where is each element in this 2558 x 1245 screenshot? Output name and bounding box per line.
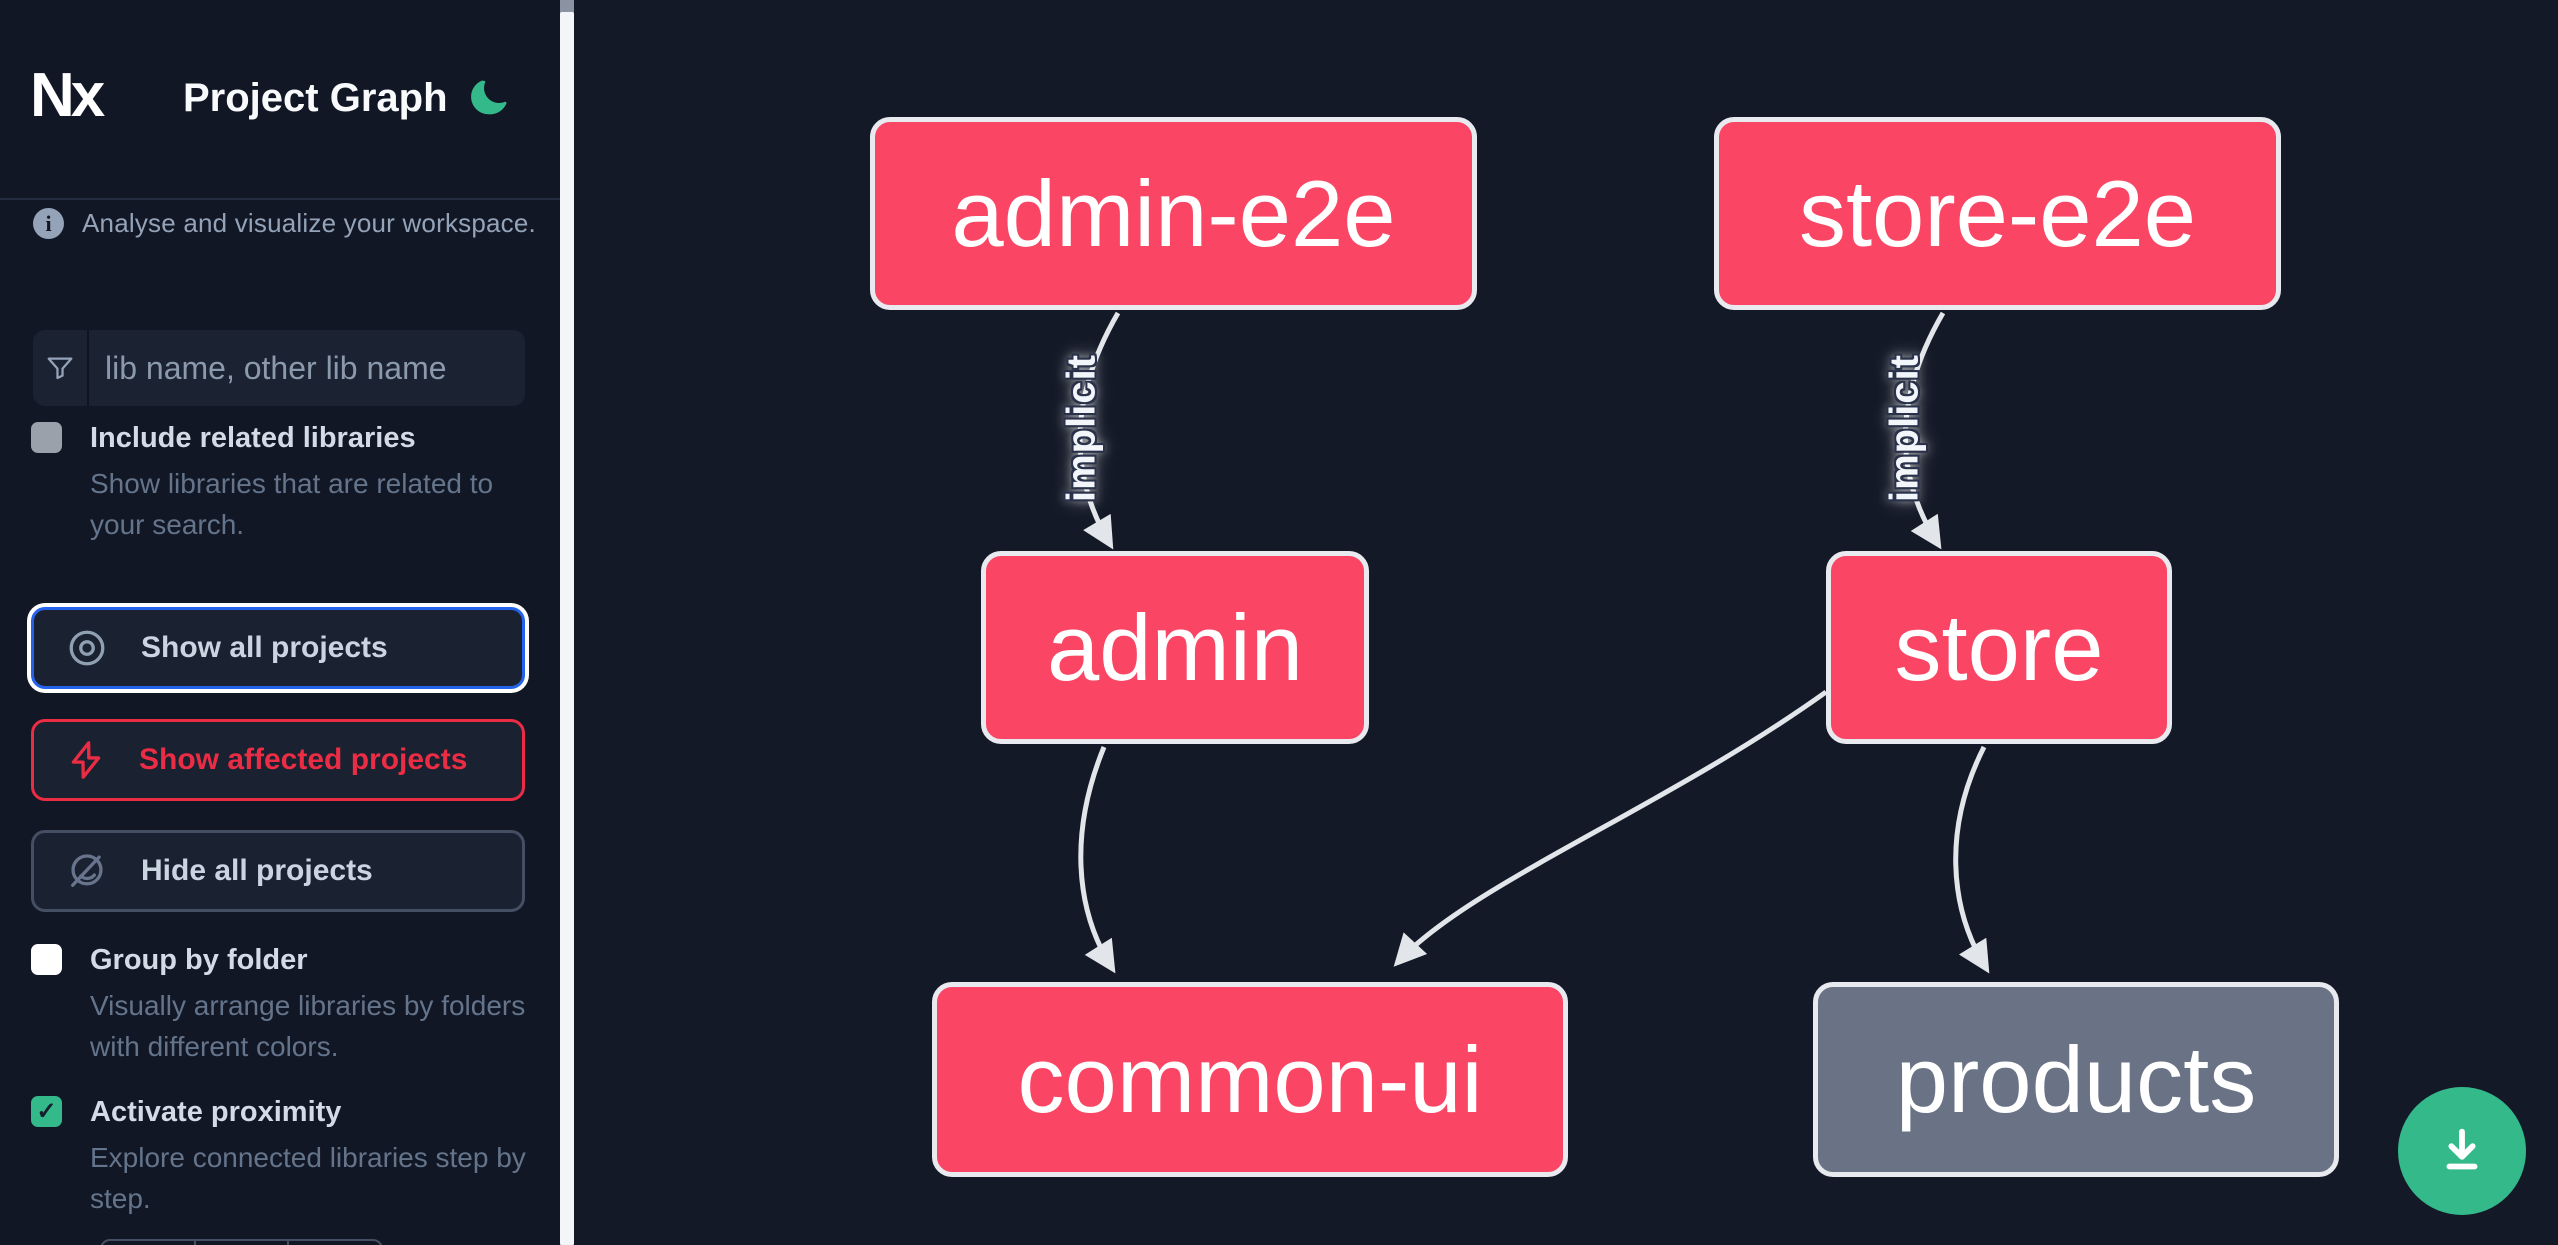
show-all-projects-button[interactable]: Show all projects (31, 607, 525, 689)
edge-label-admin-e2e-to-admin: implicit (1059, 353, 1104, 503)
scrollbar-thumb[interactable] (560, 12, 574, 1245)
library-filter (33, 330, 525, 406)
page-title: Project Graph (183, 76, 448, 120)
graph-node-admin-e2e[interactable]: admin-e2e (870, 117, 1477, 310)
download-graph-button[interactable] (2398, 1087, 2526, 1215)
sidebar-header: Nx Project Graph (0, 0, 560, 200)
checkbox-activate-proximity[interactable]: ✓ (31, 1096, 62, 1127)
graph-node-products[interactable]: products (1813, 982, 2339, 1177)
edge-store-e2e-to-store (1903, 311, 1946, 550)
edge-store-to-common-ui (1393, 689, 1828, 967)
graph-node-store-e2e[interactable]: store-e2e (1714, 117, 2281, 310)
stepper-value (193, 1241, 288, 1245)
graph-node-admin[interactable]: admin (981, 551, 1369, 744)
info-icon: i (33, 208, 64, 239)
show-affected-projects-button[interactable]: Show affected projects (31, 719, 525, 801)
edge-label-store-e2e-to-store: implicit (1882, 353, 1927, 503)
stepper-increment[interactable] (287, 1241, 381, 1245)
dark-mode-moon-icon[interactable] (469, 78, 509, 118)
search-input[interactable] (89, 330, 525, 406)
checkbox-group-by-folder[interactable] (31, 944, 62, 975)
toggle-activate-proximity: ✓ Activate proximity Explore connected l… (31, 1096, 531, 1219)
edge-admin-e2e-to-admin (1077, 311, 1121, 550)
toggle-include-related-libraries: Include related libraries Show libraries… (31, 422, 531, 545)
sidebar: Nx Project Graph i Analyse and visualize… (0, 0, 560, 1245)
edge-store-to-products (1953, 745, 1990, 974)
graph-node-common-ui[interactable]: common-ui (932, 982, 1568, 1177)
checkbox-include-related-libraries[interactable] (31, 422, 62, 453)
funnel-filter-icon (33, 330, 89, 406)
download-icon (2446, 1128, 2478, 1170)
sidebar-scrollbar[interactable] (560, 0, 574, 1245)
nx-logo: Nx (30, 60, 105, 130)
bolt-icon (71, 741, 101, 779)
toggle-group-by-folder: Group by folder Visually arrange librari… (31, 944, 531, 1067)
graph-node-store[interactable]: store (1826, 551, 2172, 744)
hide-all-projects-button[interactable]: Hide all projects (31, 830, 525, 912)
edge-admin-to-common-ui (1078, 746, 1116, 974)
eye-slash-icon (71, 854, 103, 887)
workspace-tagline: i Analyse and visualize your workspace. (33, 208, 536, 239)
eye-icon (69, 630, 105, 666)
proximity-depth-stepper[interactable] (100, 1239, 383, 1245)
stepper-decrement[interactable] (102, 1241, 194, 1245)
